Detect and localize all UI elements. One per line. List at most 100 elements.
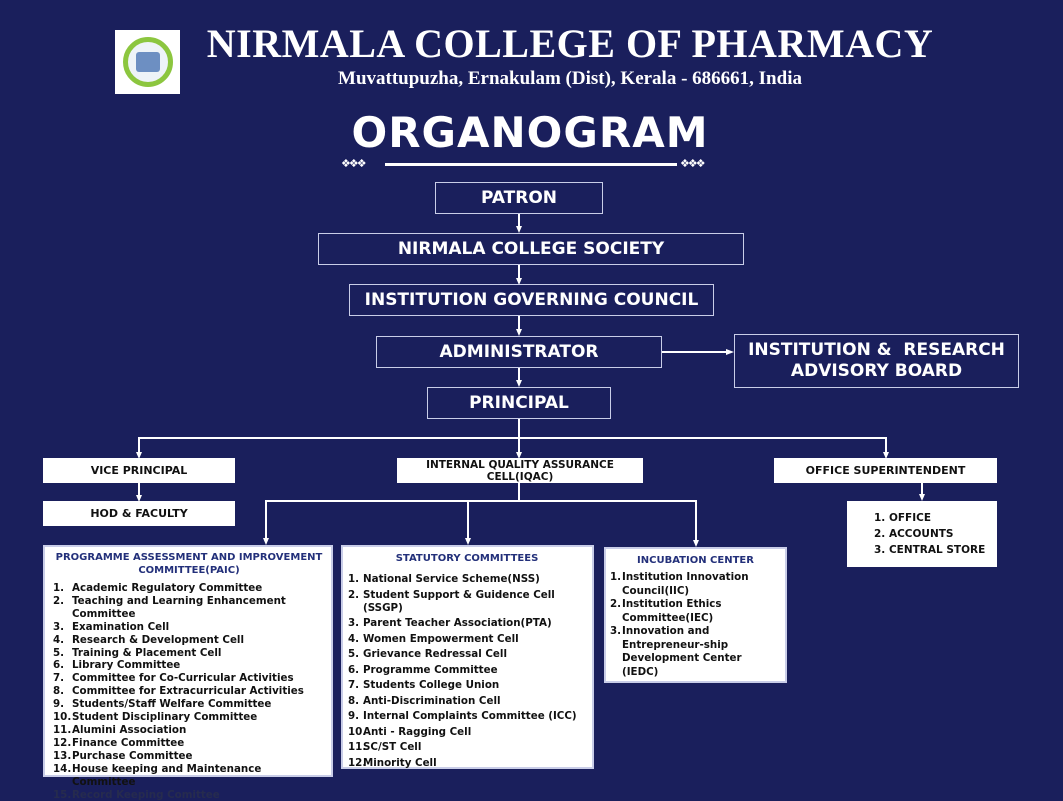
item-number: 4. bbox=[53, 634, 72, 647]
item-text: Parent Teacher Association(PTA) bbox=[363, 617, 586, 630]
paic-list-item: 4.Research & Development Cell bbox=[53, 634, 325, 647]
item-text: National Service Scheme(NSS) bbox=[363, 573, 586, 586]
paic-list-item: 5.Training & Placement Cell bbox=[53, 647, 325, 660]
office-unit-item: 2. ACCOUNTS bbox=[874, 526, 985, 542]
item-text: Teaching and Learning Enhancement Commit… bbox=[72, 595, 325, 621]
iqac-label: INTERNAL QUALITY ASSURANCE CELL(IQAC) bbox=[397, 459, 643, 483]
arrow-down-icon bbox=[693, 540, 699, 547]
arrow-down-icon bbox=[465, 538, 471, 545]
administrator-box: ADMINISTRATOR bbox=[376, 336, 662, 368]
statutory-list-item: 11.SC/ST Cell bbox=[348, 741, 586, 754]
item-number: 9. bbox=[348, 710, 363, 723]
connector bbox=[138, 483, 140, 495]
item-text: House keeping and Maintenance Committee bbox=[72, 763, 325, 789]
item-number: 13. bbox=[53, 750, 72, 763]
statutory-list-item: 1.National Service Scheme(NSS) bbox=[348, 573, 586, 586]
connector bbox=[265, 500, 267, 538]
item-number: 3. bbox=[610, 625, 622, 679]
arrow-down-icon bbox=[516, 380, 522, 387]
patron-box: PATRON bbox=[435, 182, 603, 214]
item-text: SC/ST Cell bbox=[363, 741, 586, 754]
connector bbox=[518, 483, 520, 500]
statutory-list-item: 7.Students College Union bbox=[348, 679, 586, 692]
statutory-list-item: 5.Grievance Redressal Cell bbox=[348, 648, 586, 661]
governing-council-box: INSTITUTION GOVERNING COUNCIL bbox=[349, 284, 714, 316]
statutory-list-item: 10.Anti - Ragging Cell bbox=[348, 726, 586, 739]
college-address: Muvattupuzha, Ernakulam (Dist), Kerala -… bbox=[250, 67, 890, 91]
item-number: 12. bbox=[348, 757, 363, 770]
title-divider bbox=[385, 163, 677, 166]
item-number: 3. bbox=[348, 617, 363, 630]
governing-council-label: INSTITUTION GOVERNING COUNCIL bbox=[365, 290, 699, 310]
item-text: Grievance Redressal Cell bbox=[363, 648, 586, 661]
item-number: 8. bbox=[348, 695, 363, 708]
item-text: Institution Innovation Council(IIC) bbox=[622, 571, 781, 598]
office-unit-item: 3. CENTRAL STORE bbox=[874, 542, 985, 558]
item-number: 7. bbox=[53, 672, 72, 685]
item-number: 1. bbox=[53, 582, 72, 595]
hod-faculty-box: HOD & FACULTY bbox=[43, 501, 235, 526]
paic-list-item: 14.House keeping and Maintenance Committ… bbox=[53, 763, 325, 789]
item-text: Student Disciplinary Committee bbox=[72, 711, 325, 724]
item-number: 7. bbox=[348, 679, 363, 692]
item-number: 6. bbox=[53, 659, 72, 672]
item-number: 14. bbox=[53, 763, 72, 789]
item-number: 15. bbox=[53, 789, 72, 801]
item-text: Innovation and Entrepreneur-ship Develop… bbox=[622, 625, 781, 679]
item-number: 5. bbox=[53, 647, 72, 660]
statutory-list-item: 3.Parent Teacher Association(PTA) bbox=[348, 617, 586, 630]
statutory-list-item: 2.Student Support & Guidence Cell (SSGP) bbox=[348, 589, 586, 615]
incubation-list-item: 2.Institution Ethics Committee(IEC) bbox=[610, 598, 781, 625]
incubation-list: 1.Institution Innovation Council(IIC)2.I… bbox=[610, 571, 781, 679]
item-number: 10. bbox=[348, 726, 363, 739]
paic-list-item: 13.Purchase Committee bbox=[53, 750, 325, 763]
item-text: Minority Cell bbox=[363, 757, 586, 770]
connector bbox=[138, 437, 140, 452]
college-name: NIRMALA COLLEGE OF PHARMACY bbox=[190, 22, 950, 66]
principal-label: PRINCIPAL bbox=[469, 393, 569, 413]
paic-list-item: 10.Student Disciplinary Committee bbox=[53, 711, 325, 724]
item-text: Programme Committee bbox=[363, 664, 586, 677]
item-text: Examination Cell bbox=[72, 621, 325, 634]
arrow-down-icon bbox=[516, 329, 522, 336]
item-text: Research & Development Cell bbox=[72, 634, 325, 647]
paic-list-item: 8.Committee for Extracurricular Activiti… bbox=[53, 685, 325, 698]
vice-principal-box: VICE PRINCIPAL bbox=[43, 458, 235, 483]
connector bbox=[518, 437, 520, 452]
patron-label: PATRON bbox=[481, 188, 557, 208]
page-title: ORGANOGRAM bbox=[330, 108, 730, 158]
arrow-down-icon bbox=[516, 226, 522, 233]
statutory-list-item: 6.Programme Committee bbox=[348, 664, 586, 677]
item-number: 2. bbox=[610, 598, 622, 625]
arrow-down-icon bbox=[263, 538, 269, 545]
hod-faculty-label: HOD & FACULTY bbox=[90, 507, 187, 520]
incubation-list-item: 1.Institution Innovation Council(IIC) bbox=[610, 571, 781, 598]
item-text: Committee for Extracurricular Activities bbox=[72, 685, 325, 698]
office-units-box: 1. OFFICE 2. ACCOUNTS 3. CENTRAL STORE bbox=[847, 501, 997, 567]
paic-list-item: 3.Examination Cell bbox=[53, 621, 325, 634]
paic-list-item: 2.Teaching and Learning Enhancement Comm… bbox=[53, 595, 325, 621]
incubation-box: INCUBATION CENTER 1.Institution Innovati… bbox=[604, 547, 787, 683]
item-text: Alumini Association bbox=[72, 724, 325, 737]
item-text: Institution Ethics Committee(IEC) bbox=[622, 598, 781, 625]
item-number: 5. bbox=[348, 648, 363, 661]
college-logo bbox=[115, 30, 180, 94]
statutory-list: 1.National Service Scheme(NSS) 2.Student … bbox=[348, 573, 586, 770]
item-number: 8. bbox=[53, 685, 72, 698]
item-number: 3. bbox=[53, 621, 72, 634]
arrow-down-icon bbox=[919, 494, 925, 501]
item-text: Students/Staff Welfare Committee bbox=[72, 698, 325, 711]
item-text: Anti - Ragging Cell bbox=[363, 726, 586, 739]
college-seal-icon bbox=[123, 37, 173, 87]
item-text: Women Empowerment Cell bbox=[363, 633, 586, 646]
statutory-list-item: 8.Anti-Discrimination Cell bbox=[348, 695, 586, 708]
paic-list-item: 6.Library Committee bbox=[53, 659, 325, 672]
connector bbox=[921, 483, 923, 494]
connector bbox=[518, 316, 520, 329]
connector bbox=[518, 368, 520, 380]
connector bbox=[695, 500, 697, 540]
paic-box: PROGRAMME ASSESSMENT AND IMPROVEMENT COM… bbox=[43, 545, 333, 777]
item-text: Purchase Committee bbox=[72, 750, 325, 763]
item-text: Anti-Discrimination Cell bbox=[363, 695, 586, 708]
